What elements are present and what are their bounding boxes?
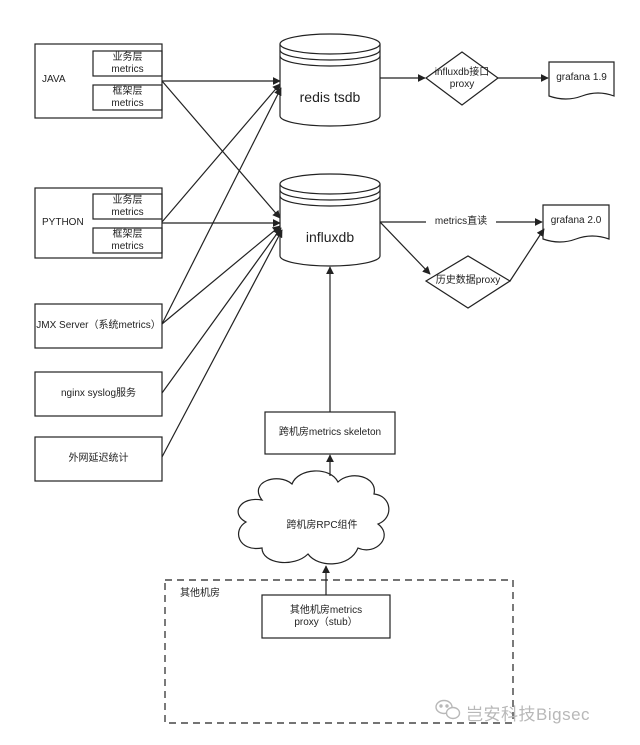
- cross-dc-rpc-label: 跨机房RPC组件: [286, 520, 358, 531]
- influxdb-cylinder: [279, 173, 381, 267]
- jmx-source-box: [34, 303, 163, 349]
- grafana-19-label: grafana 1.9: [556, 72, 607, 83]
- history-proxy-label: 历史数据proxy: [435, 275, 501, 286]
- edge-nginx-influx: [161, 227, 282, 394]
- other-dc-region-title: 其他机房: [180, 588, 220, 599]
- watermark-text: 岂安科技Bigsec: [466, 705, 591, 724]
- cross-dc-skeleton-label: 跨机房metrics skeleton: [278, 427, 382, 438]
- wechat-icon: [435, 699, 461, 720]
- grafana-20-label: grafana 2.0: [550, 215, 602, 226]
- edge-jmx-redis: [161, 87, 282, 325]
- redis-tsdb-cylinder: [279, 33, 381, 127]
- other-dc-region: [164, 579, 514, 724]
- edge-jmx-influx: [161, 225, 281, 325]
- redis-tsdb-label: redis tsdb: [299, 89, 361, 105]
- nginx-label: nginx syslog服务: [60, 388, 137, 399]
- edge-influx-history: [379, 221, 431, 275]
- grafana-19-doc: [548, 61, 615, 100]
- nginx-source-box: [34, 371, 163, 417]
- cross-dc-rpc-cloud: [237, 470, 390, 565]
- latency-source-box: [34, 436, 163, 482]
- python-fw-layer-box: [92, 227, 163, 254]
- edge-java-influx: [161, 80, 281, 219]
- latency-label: 外网延迟统计: [68, 453, 129, 464]
- influxdb-label: influxdb: [305, 229, 355, 245]
- edge-history-grafana20: [509, 228, 545, 282]
- edge-latency-influx: [161, 229, 283, 458]
- java-fw-layer-box: [92, 84, 163, 111]
- jmx-label: JMX Server（系统metrics）: [36, 320, 161, 331]
- java-title: JAVA: [42, 74, 66, 85]
- connectors: [161, 74, 549, 595]
- java-biz-layer-box: [92, 50, 163, 77]
- grafana-20-doc: [542, 204, 610, 243]
- metrics-direct-read-label: metrics直读: [426, 216, 496, 228]
- python-biz-layer-box: [92, 193, 163, 220]
- python-title: PYTHON: [42, 217, 84, 228]
- edge-python-redis: [161, 83, 281, 223]
